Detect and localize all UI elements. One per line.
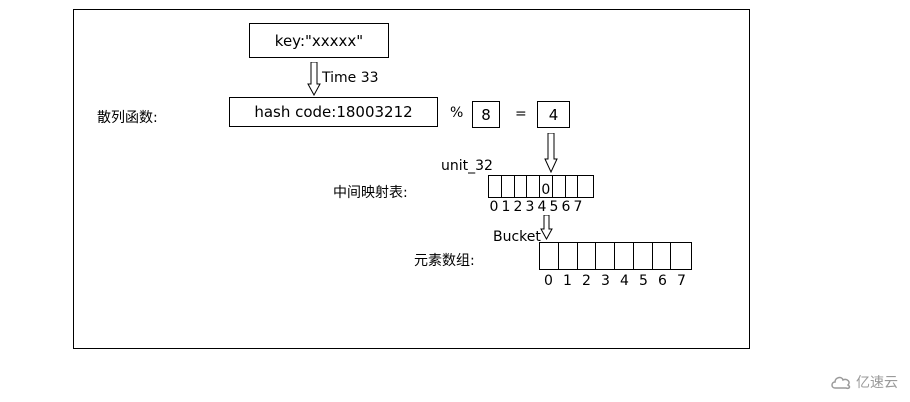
down-arrow-icon <box>540 215 553 240</box>
unit-label: unit_32 <box>441 158 493 174</box>
element-cell <box>671 243 691 269</box>
element-cell <box>578 243 597 269</box>
element-cell <box>634 243 653 269</box>
mod-value: 8 <box>481 105 491 124</box>
mapping-index: 2 <box>513 199 523 215</box>
element-index: 4 <box>620 273 629 289</box>
mapping-cell <box>489 176 502 197</box>
mapping-index: 7 <box>573 199 583 215</box>
mapping-table-label: 中间映射表: <box>333 185 408 201</box>
element-index: 1 <box>563 273 572 289</box>
element-index: 7 <box>677 273 686 289</box>
result-value: 4 <box>548 105 559 124</box>
element-index: 5 <box>639 273 648 289</box>
hash-code-box: hash code:18003212 <box>229 97 438 127</box>
mapping-index: 4 <box>537 199 547 215</box>
mapping-index: 0 <box>489 199 499 215</box>
hash-function-label: 散列函数: <box>97 110 158 126</box>
element-cell <box>596 243 615 269</box>
mapping-table: 0 <box>488 175 594 198</box>
mapping-index: 5 <box>549 199 559 215</box>
bucket-label: Bucket <box>493 229 541 245</box>
watermark: 亿速云 <box>830 372 898 392</box>
element-cell <box>653 243 672 269</box>
mod-value-box: 8 <box>472 101 500 128</box>
key-box: key:"xxxxx" <box>249 23 389 58</box>
mapping-cell <box>527 176 540 197</box>
element-cell <box>559 243 578 269</box>
mapping-index: 1 <box>501 199 511 215</box>
element-index: 2 <box>582 273 591 289</box>
element-index: 0 <box>544 273 553 289</box>
element-cell <box>540 243 559 269</box>
time-label: Time 33 <box>322 70 379 86</box>
element-index: 3 <box>601 273 610 289</box>
mapping-cell <box>502 176 515 197</box>
down-arrow-icon <box>544 133 558 173</box>
element-array <box>539 242 692 270</box>
mapping-indices: 0 1 2 3 4 5 6 7 <box>488 199 584 215</box>
mapping-cell <box>515 176 528 197</box>
element-array-label: 元素数组: <box>414 253 475 269</box>
diagram-frame <box>73 9 750 349</box>
watermark-text: 亿速云 <box>856 375 898 391</box>
mod-symbol: % <box>450 105 464 121</box>
equals-symbol: = <box>515 106 527 122</box>
element-indices: 0 1 2 3 4 5 6 7 <box>539 273 691 289</box>
mapping-cell <box>553 176 566 197</box>
hash-code-text: hash code:18003212 <box>254 103 413 121</box>
result-box: 4 <box>537 101 570 128</box>
mapping-cell <box>578 176 593 197</box>
mapping-index: 6 <box>561 199 571 215</box>
element-index: 6 <box>658 273 667 289</box>
mapping-cell: 0 <box>540 176 553 197</box>
mapping-index: 3 <box>525 199 535 215</box>
element-cell <box>615 243 634 269</box>
mapping-cell <box>566 176 579 197</box>
down-arrow-icon <box>307 62 321 96</box>
cloud-logo-icon <box>831 376 851 389</box>
key-text: key:"xxxxx" <box>274 31 364 50</box>
